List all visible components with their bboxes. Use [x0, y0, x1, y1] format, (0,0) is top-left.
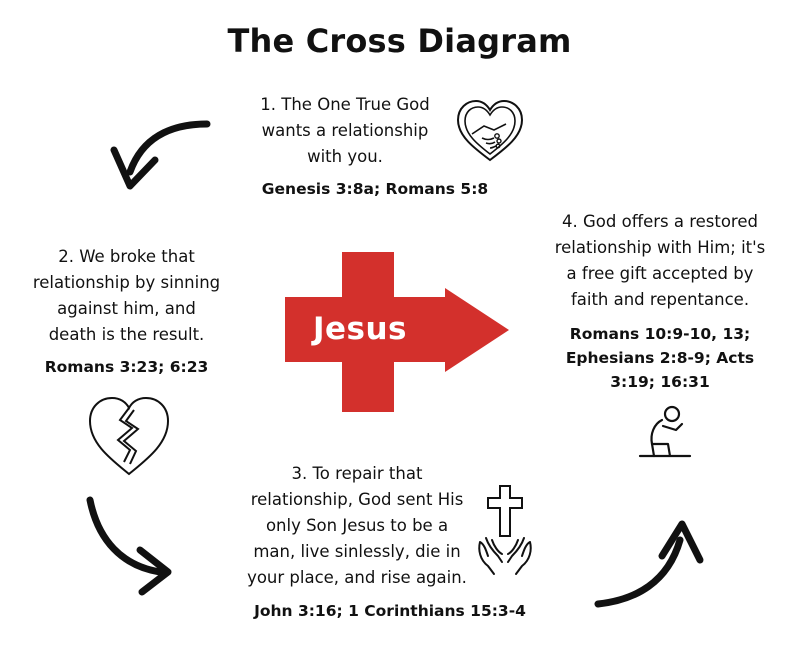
step-2-line: death is the result.: [48, 325, 205, 344]
kneeling-prayer-icon: [638, 405, 692, 458]
step-2-reference: Romans 3:23; 6:23: [14, 355, 239, 379]
step-3-line: 3. To repair that: [291, 464, 423, 483]
step-4-reference: Romans 10:9-10, 13; Ephesians 2:8-9; Act…: [540, 322, 780, 394]
heart-handshake-icon: [456, 99, 524, 162]
step-2-line: against him, and: [57, 299, 196, 318]
step-1-reference: Genesis 3:8a; Romans 5:8: [225, 177, 525, 201]
step-4-text: 4. God offers a restored relationship wi…: [540, 209, 780, 313]
reference-line: John 3:16; 1 Corinthians 15:3-4: [254, 602, 526, 620]
step-2-text: 2. We broke that relationship by sinning…: [14, 244, 239, 348]
step-1-line: with you.: [307, 147, 383, 166]
cross-arrow: [285, 252, 509, 412]
step-3-line: relationship, God sent His: [250, 490, 464, 509]
step-2-line: relationship by sinning: [32, 273, 221, 292]
reference-line: 3:19; 16:31: [610, 373, 710, 391]
step-4-line: 4. God offers a restored: [562, 212, 758, 231]
step-1-line: 1. The One True God: [260, 95, 430, 114]
step-4-line: a free gift accepted by: [566, 264, 754, 283]
step-2-line: 2. We broke that: [58, 247, 195, 266]
step-3-line: man, live sinlessly, die in: [253, 542, 461, 561]
reference-line: Ephesians 2:8-9; Acts: [565, 349, 755, 367]
cross-hands-icon: [478, 485, 532, 575]
step-4-line: faith and repentance.: [570, 290, 750, 309]
broken-heart-icon: [88, 396, 170, 476]
step-3-text: 3. To repair that relationship, God sent…: [232, 461, 482, 591]
step-3-line: your place, and rise again.: [247, 568, 467, 587]
jesus-label: Jesus: [312, 311, 408, 347]
step-1-text: 1. The One True God wants a relationship…: [230, 92, 460, 170]
reference-line: Genesis 3:8a; Romans 5:8: [261, 180, 489, 198]
step-3-reference: John 3:16; 1 Corinthians 15:3-4: [210, 599, 570, 623]
step-1-line: wants a relationship: [261, 121, 429, 140]
step-3-line: only Son Jesus to be a: [265, 516, 449, 535]
step-4-line: relationship with Him; it's: [554, 238, 766, 257]
reference-line: Romans 3:23; 6:23: [44, 358, 209, 376]
page-title: The Cross Diagram: [227, 22, 572, 60]
reference-line: Romans 10:9-10, 13;: [569, 325, 751, 343]
